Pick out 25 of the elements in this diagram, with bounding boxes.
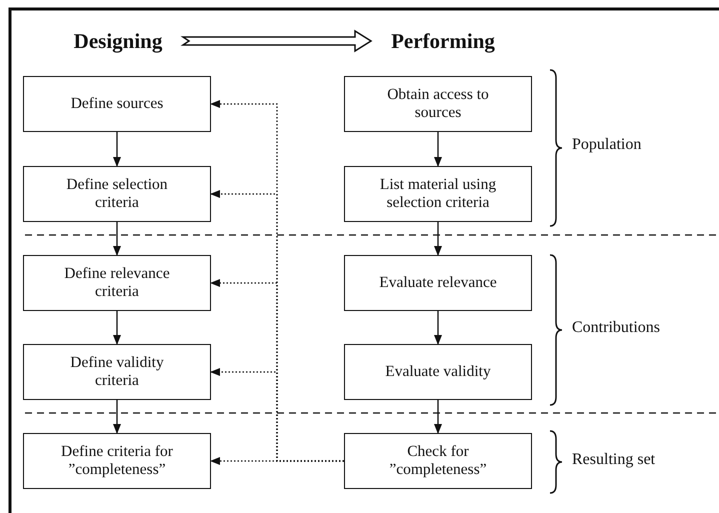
process-box: Obtain access to sources [344, 76, 532, 132]
block-arrow [180, 30, 372, 52]
process-box: Define relevance criteria [23, 255, 211, 311]
section-label: Population [572, 136, 642, 154]
process-box: Define validity criteria [23, 344, 211, 400]
arrow [434, 132, 442, 167]
arrow [434, 311, 442, 345]
arrow [113, 132, 121, 167]
arrow [434, 222, 442, 256]
process-box: Define selection criteria [23, 166, 211, 222]
dotted-arrow [210, 457, 344, 465]
process-box: Evaluate relevance [344, 255, 532, 311]
process-box: Define criteria for ”completeness” [23, 433, 211, 489]
arrow [113, 222, 121, 256]
process-box: Evaluate validity [344, 344, 532, 400]
process-box: Define sources [23, 76, 211, 132]
column-heading: Designing [57, 28, 179, 54]
process-box: Check for ”completeness” [344, 433, 532, 489]
process-box: List material using selection criteria [344, 166, 532, 222]
section-label: Contributions [572, 319, 660, 337]
arrow [113, 311, 121, 345]
column-heading: Performing [375, 28, 511, 54]
arrow [113, 400, 121, 434]
arrow [434, 400, 442, 434]
section-label: Resulting set [572, 451, 656, 469]
